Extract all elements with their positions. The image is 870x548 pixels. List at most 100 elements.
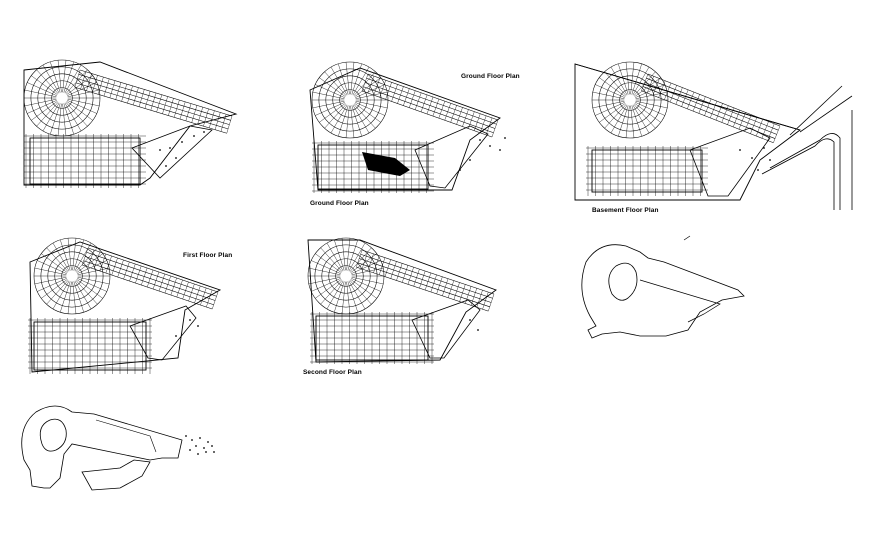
drum-radial (52, 242, 70, 272)
drum-radial (633, 104, 656, 129)
wing-column-line (390, 261, 397, 279)
drum-radial (31, 101, 58, 121)
wing-column-line (744, 114, 752, 132)
wing-column-line (761, 121, 769, 139)
wing-column-line (442, 278, 449, 296)
detail-mark (757, 169, 759, 171)
drum-radial (62, 60, 67, 93)
south-wing (411, 299, 481, 359)
drum-radial (72, 238, 77, 271)
wing-column-line (367, 253, 374, 271)
wing-column-line (147, 269, 154, 288)
drum-radial (631, 63, 642, 95)
tick-mark (683, 235, 691, 241)
drum-radial (330, 66, 348, 96)
wing-column-line (750, 116, 758, 134)
drum-radial (326, 242, 344, 272)
detail-mark (205, 451, 207, 453)
drum-radial (50, 103, 61, 135)
drum-radial (57, 103, 62, 136)
drum-radial (338, 63, 349, 95)
drum-radial (324, 71, 347, 96)
drum-radial (338, 105, 349, 137)
wing-column-line (456, 107, 463, 125)
drum-radial (77, 278, 107, 292)
detail-mark (159, 149, 161, 151)
wing-column-line (188, 283, 195, 302)
drum-radial (635, 100, 668, 109)
site-boundary (574, 63, 801, 131)
wing-column-line (476, 290, 483, 308)
drum-radial (36, 102, 59, 127)
wing-column-line (453, 282, 460, 300)
drum-radial (34, 267, 67, 276)
wing-column-line (420, 94, 428, 112)
drum-radial (73, 239, 84, 271)
wing-column-line (361, 251, 368, 270)
drum-radial (320, 247, 343, 272)
drum-radial (75, 280, 98, 305)
wing-column-line (692, 94, 700, 112)
drum-radial (319, 103, 346, 123)
wing-column-line (194, 285, 201, 304)
detail-mark (499, 149, 501, 151)
wing-column-line (698, 96, 706, 114)
wing-column-line (681, 89, 689, 107)
detail-mark (751, 157, 753, 159)
drum-radial (311, 260, 341, 274)
drum-radial (41, 253, 68, 273)
drum-radial (632, 104, 650, 134)
wing-column-line (379, 257, 386, 275)
wing-column-line (156, 94, 163, 113)
wing-column-line (117, 259, 124, 278)
wing-column-line (488, 293, 495, 312)
wing-column-line (444, 103, 451, 121)
detail-mark (185, 435, 187, 437)
wing-column-line (97, 77, 104, 95)
detail-mark (169, 147, 171, 149)
detail-mark (469, 159, 471, 161)
drum-radial (42, 64, 60, 94)
drum-radial (634, 103, 661, 123)
site-road-line (789, 85, 843, 136)
drum-radial (66, 101, 93, 121)
site-road-curve (769, 133, 841, 210)
wing-column-line (426, 96, 434, 115)
wing-column-line (414, 92, 422, 110)
detail-mark (165, 165, 167, 167)
wing-column-line (450, 105, 457, 123)
wing-column-line (367, 76, 375, 94)
detail-mark (197, 453, 199, 455)
wing-column-line (384, 259, 391, 277)
wing-column-line (185, 103, 192, 121)
detail-mark (213, 451, 215, 453)
wing-column-line (214, 112, 221, 130)
drum-radial (351, 260, 381, 274)
wing-column-line (652, 78, 660, 96)
drum-radial (57, 60, 62, 93)
wing-column-line (138, 89, 145, 107)
detail-mark (489, 145, 491, 147)
wing-inner-outline (95, 419, 157, 453)
wing-column-line (646, 76, 654, 94)
wing-column-line (715, 103, 723, 121)
drum-radial (312, 91, 345, 100)
wing-column-line (212, 291, 219, 310)
detail-mark (189, 449, 191, 451)
drum-radial (348, 280, 366, 310)
wing-column-line (430, 274, 437, 293)
drum-radial (625, 105, 630, 138)
wing-column-line (150, 92, 157, 111)
south-wing (129, 305, 197, 361)
detail-mark (203, 447, 205, 449)
detail-mark (175, 157, 177, 159)
drum-radial (67, 100, 97, 114)
wing-column-line (687, 92, 695, 109)
south-piece-outline (81, 459, 151, 491)
drum-radial (311, 278, 341, 292)
wing-column-line (179, 101, 186, 120)
wing-column-line (459, 284, 466, 302)
drum-radial (618, 63, 629, 95)
drum-radial (334, 239, 345, 271)
drum-radial (67, 89, 100, 98)
